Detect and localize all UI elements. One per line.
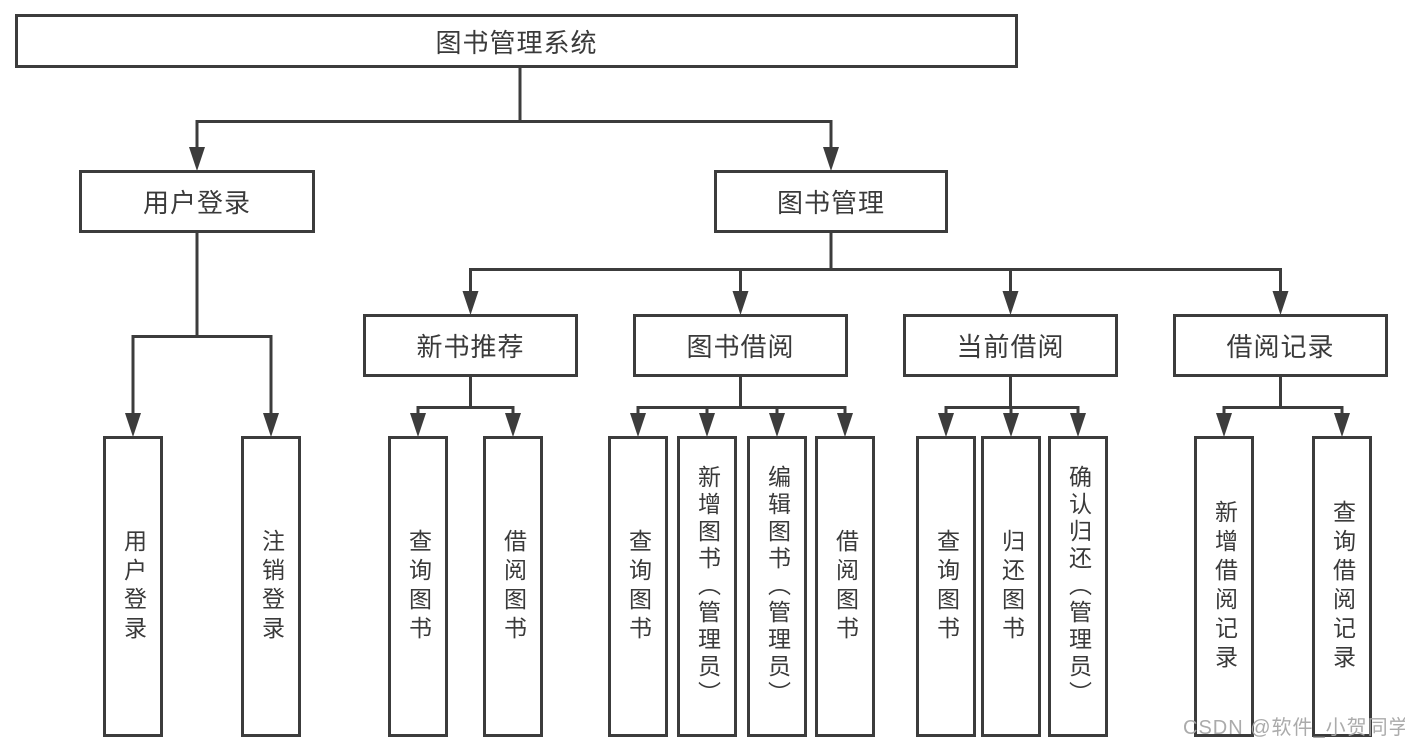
connector-borrowing-records-lines (1222, 377, 1344, 418)
arrowheads-book-borrowing (630, 413, 853, 437)
node-borrowing-records: 借阅记录 (1173, 314, 1388, 377)
connector-book-management-lines (469, 233, 1282, 297)
leaf-add-borrow-record-label: 新增借阅记录 (1211, 499, 1238, 674)
node-book-management: 图书管理 (714, 170, 948, 233)
arrowheads-user-login (125, 413, 279, 437)
connector-root-lines (195, 68, 833, 152)
leaf-query-books-borrowing-label: 查询图书 (625, 528, 652, 645)
node-new-book-recommendation-label: 新书推荐 (416, 332, 525, 362)
leaf-confirm-return-admin-label: 确认归还（管理员） (1065, 465, 1092, 708)
node-root-system: 图书管理系统 (15, 14, 1018, 68)
arrowheads-new-book (410, 413, 521, 437)
leaf-confirm-return-admin: 确认归还（管理员） (1048, 436, 1108, 737)
leaf-user-login-label: 用户登录 (120, 528, 147, 645)
arrowheads-current-borrowing (938, 413, 1086, 437)
node-book-borrowing-label: 图书借阅 (686, 332, 795, 362)
leaf-borrow-books: 借阅图书 (815, 436, 875, 737)
leaf-user-login: 用户登录 (103, 436, 163, 737)
connector-user-login-lines (131, 233, 273, 418)
leaf-query-borrow-record: 查询借阅记录 (1312, 436, 1372, 737)
leaf-borrow-books-recommend-label: 借阅图书 (500, 528, 527, 645)
leaf-borrow-books-label: 借阅图书 (832, 528, 859, 645)
leaf-return-books-label: 归还图书 (998, 528, 1025, 645)
leaf-query-borrow-record-label: 查询借阅记录 (1329, 499, 1356, 674)
node-book-management-label: 图书管理 (776, 188, 885, 218)
arrowheads-root (189, 147, 839, 171)
leaf-query-books-current-label: 查询图书 (933, 528, 960, 645)
leaf-logout: 注销登录 (241, 436, 301, 737)
arrowheads-borrowing-records (1216, 413, 1350, 437)
node-user-login-label: 用户登录 (142, 188, 251, 218)
node-book-borrowing: 图书借阅 (633, 314, 848, 377)
csdn-watermark: CSDN @软件_小贺同学 (1183, 717, 1405, 739)
arrowheads-book-management (462, 291, 1289, 315)
leaf-edit-books-admin: 编辑图书（管理员） (747, 436, 807, 737)
leaf-return-books: 归还图书 (981, 436, 1041, 737)
leaf-query-books-current: 查询图书 (916, 436, 976, 737)
connector-new-book-lines (416, 377, 515, 418)
leaf-query-books-borrowing: 查询图书 (608, 436, 668, 737)
connector-book-borrowing-lines (636, 377, 847, 418)
node-root-system-label: 图书管理系统 (435, 27, 598, 58)
leaf-add-books-admin: 新增图书（管理员） (677, 436, 737, 737)
leaf-add-books-admin-label: 新增图书（管理员） (694, 465, 721, 708)
node-user-login: 用户登录 (79, 170, 315, 233)
connector-current-borrowing-lines (944, 377, 1080, 418)
node-new-book-recommendation: 新书推荐 (363, 314, 578, 377)
node-borrowing-records-label: 借阅记录 (1226, 332, 1335, 362)
node-current-borrowing: 当前借阅 (903, 314, 1118, 377)
leaf-query-books-recommend: 查询图书 (388, 436, 448, 737)
leaf-query-books-recommend-label: 查询图书 (405, 528, 432, 645)
leaf-logout-label: 注销登录 (258, 528, 285, 645)
leaf-borrow-books-recommend: 借阅图书 (483, 436, 543, 737)
node-current-borrowing-label: 当前借阅 (956, 332, 1065, 362)
leaf-add-borrow-record: 新增借阅记录 (1194, 436, 1254, 737)
leaf-edit-books-admin-label: 编辑图书（管理员） (764, 465, 791, 708)
